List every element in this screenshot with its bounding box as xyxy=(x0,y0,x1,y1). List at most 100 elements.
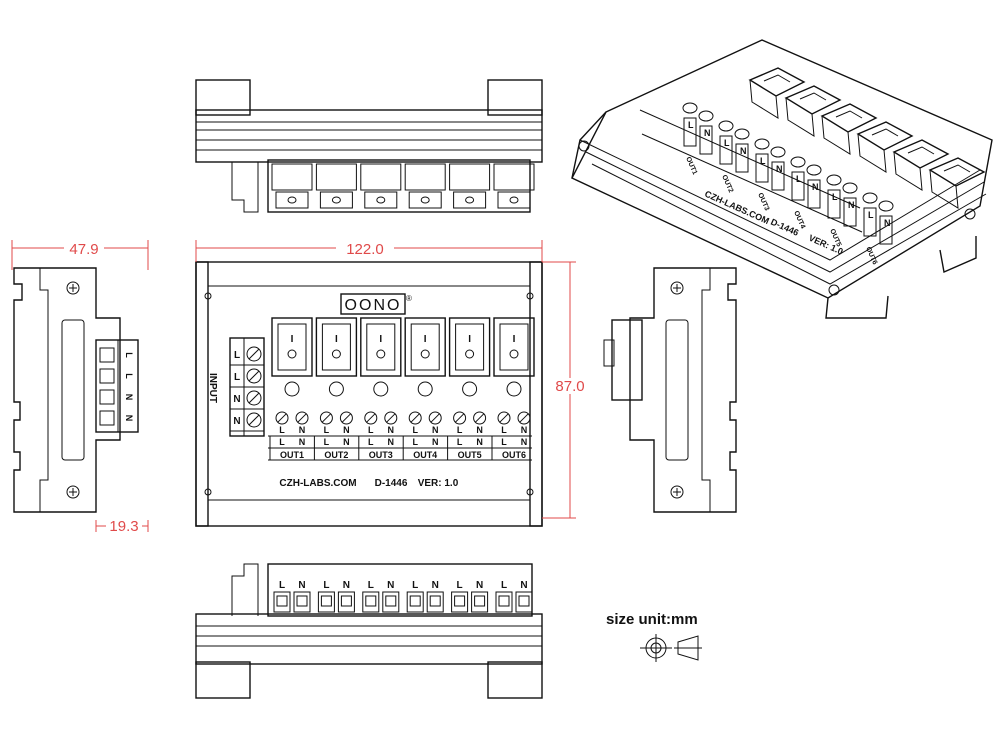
output-terminal-screw-n xyxy=(473,411,487,425)
brand-logo: OONO xyxy=(345,297,402,314)
iso-terminal-label: N xyxy=(884,218,891,228)
output-terminal-screw-l xyxy=(453,411,467,425)
iso-rocker-switch xyxy=(892,139,950,191)
iso-terminal-label: L xyxy=(760,156,766,166)
bottom-terminal-label: L xyxy=(501,580,507,591)
switch-tab xyxy=(315,163,357,209)
wire-label-l: L xyxy=(368,437,374,447)
input-terminal-label: L xyxy=(234,372,240,383)
output-terminal-screw-l xyxy=(275,411,289,425)
terminal-label-l: L xyxy=(412,425,418,435)
output-terminal-screw-l xyxy=(319,411,333,425)
wire-label-l: L xyxy=(412,437,418,447)
indicator-led xyxy=(284,381,300,397)
output-terminal-screw-n xyxy=(295,411,309,425)
iso-rocker-switch xyxy=(784,85,842,137)
terminal-pin xyxy=(99,410,115,426)
svg-text:I: I xyxy=(424,334,427,345)
wire-label-l: L xyxy=(324,437,330,447)
terminal-label-l: L xyxy=(457,425,463,435)
input-terminal-screw xyxy=(246,412,262,428)
rocker-switch[interactable]: I xyxy=(271,317,313,377)
side-terminal-label: L xyxy=(124,373,134,379)
size-unit-legend: size unit:mm xyxy=(606,611,702,662)
wire-label-l: L xyxy=(457,437,463,447)
svg-text:I: I xyxy=(335,334,338,345)
iso-terminal-screw xyxy=(770,146,786,158)
input-terminal-screw xyxy=(246,390,262,406)
dim-offset: 19.3 xyxy=(109,518,138,535)
terminal-label-n: N xyxy=(299,425,306,435)
output-label: OUT6 xyxy=(502,450,526,460)
bottom-terminal-label: N xyxy=(343,580,350,591)
input-terminal-label: L xyxy=(234,350,240,361)
iso-terminal-screw xyxy=(826,174,842,186)
switch-tab xyxy=(493,163,535,209)
rocker-switch[interactable]: I xyxy=(404,317,446,377)
iso-terminal-label: L xyxy=(688,120,694,130)
wire-label-n: N xyxy=(521,437,528,447)
input-label: INPUT xyxy=(207,373,218,403)
rocker-switch[interactable]: I xyxy=(493,317,535,377)
projection-symbol-icon xyxy=(640,634,702,662)
svg-text:I: I xyxy=(468,334,471,345)
bottom-terminal-label: N xyxy=(387,580,394,591)
iso-terminal-label: N xyxy=(740,146,747,156)
iso-terminal-screw xyxy=(718,120,734,132)
iso-rocker-switch xyxy=(748,67,806,119)
switch-tab xyxy=(449,163,491,209)
terminal-slot xyxy=(337,591,355,613)
terminal-slot xyxy=(362,591,380,613)
bottom-terminal-label: L xyxy=(323,580,329,591)
output-terminal-screw-n xyxy=(428,411,442,425)
rocker-switch[interactable]: I xyxy=(360,317,402,377)
terminal-label-l: L xyxy=(279,425,285,435)
iso-terminal-screw xyxy=(862,192,878,204)
iso-terminal-label: N xyxy=(776,164,783,174)
wire-label-n: N xyxy=(432,437,439,447)
terminal-label-n: N xyxy=(476,425,483,435)
output-label: OUT5 xyxy=(458,450,482,460)
input-terminal-screw xyxy=(246,346,262,362)
iso-terminal-label: L xyxy=(724,138,730,148)
side-terminal-label: L xyxy=(124,352,134,358)
bottom-terminal-label: N xyxy=(520,580,527,591)
output-terminal-screw-n xyxy=(517,411,531,425)
wire-label-n: N xyxy=(343,437,350,447)
indicator-led xyxy=(417,381,433,397)
right-side-view xyxy=(603,267,737,513)
svg-text:I: I xyxy=(379,334,382,345)
wire-label-n: N xyxy=(476,437,483,447)
input-terminal-screw xyxy=(246,368,262,384)
bottom-terminal-label: L xyxy=(368,580,374,591)
terminal-slot xyxy=(293,591,311,613)
iso-terminal-label: N xyxy=(704,128,711,138)
iso-rocker-switch xyxy=(928,157,986,209)
company-name: CZH-LABS.COM xyxy=(279,478,356,489)
iso-terminal-label: N xyxy=(812,182,819,192)
terminal-slot xyxy=(382,591,400,613)
terminal-label-n: N xyxy=(521,425,528,435)
wire-label-n: N xyxy=(388,437,395,447)
output-terminal-screw-n xyxy=(384,411,398,425)
model-number: D-1446 xyxy=(375,478,408,489)
output-terminal-screw-l xyxy=(364,411,378,425)
rocker-switch[interactable]: I xyxy=(448,317,491,377)
iso-terminal-label: L xyxy=(832,192,838,202)
side-terminal-label: N xyxy=(124,394,134,401)
output-terminal-screw-n xyxy=(339,411,353,425)
indicator-led xyxy=(506,381,522,397)
rocker-switch[interactable]: I xyxy=(315,317,358,377)
iso-terminal-screw xyxy=(754,138,770,150)
terminal-label-n: N xyxy=(343,425,350,435)
terminal-slot xyxy=(451,591,469,613)
terminal-label-l: L xyxy=(501,425,507,435)
iso-output-label: OUT3 xyxy=(756,192,770,212)
switch-tab xyxy=(360,163,402,209)
iso-terminal-label: L xyxy=(796,174,802,184)
